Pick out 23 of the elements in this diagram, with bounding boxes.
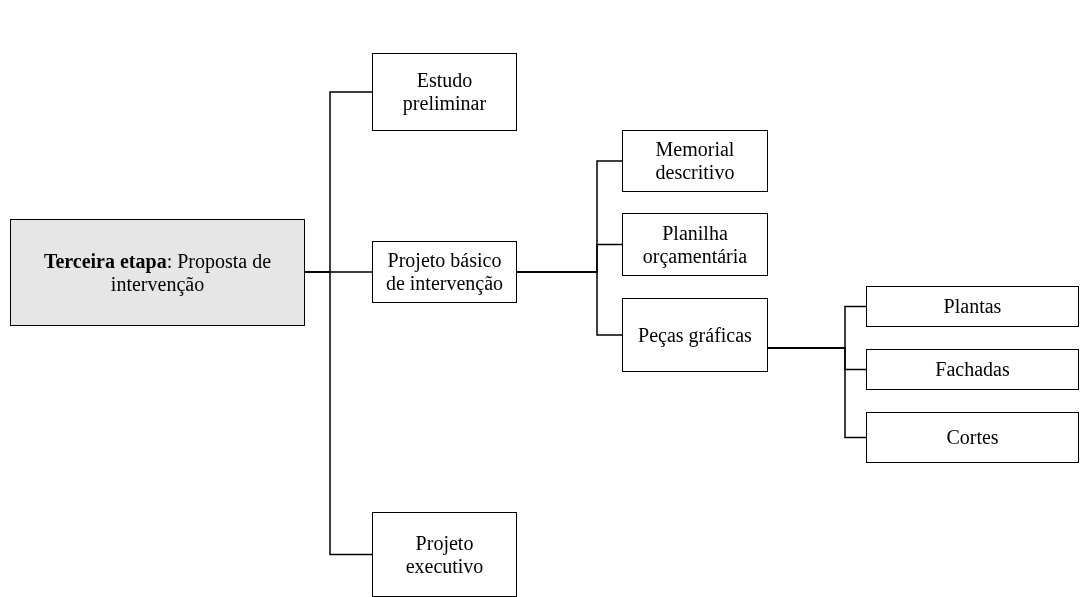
box-label: Projeto executivo — [404, 531, 485, 578]
process-box — [10, 219, 305, 326]
box-label: Peças gráficas — [637, 323, 753, 347]
box-label: Cortes — [945, 426, 1000, 449]
box-label: Planilha orçamentária — [641, 221, 749, 268]
box-label: Estudo preliminar — [401, 69, 488, 115]
connector-line — [516, 271, 623, 336]
process-box — [372, 512, 517, 597]
process-box — [622, 213, 768, 276]
box-label: Memorial descritivo — [654, 138, 736, 184]
process-box — [866, 412, 1079, 463]
connector-line — [304, 271, 373, 556]
process-box — [622, 298, 768, 372]
box-label: Terceira etapa: Proposta de intervenção — [42, 249, 273, 296]
box-label: Fachadas — [934, 358, 1011, 381]
process-box — [372, 241, 517, 303]
box-label: Projeto básico de intervenção — [384, 249, 505, 295]
process-box — [372, 53, 517, 131]
process-box — [622, 130, 768, 192]
process-box — [866, 286, 1079, 327]
box-label: Plantas — [942, 295, 1003, 318]
connector-line — [767, 347, 867, 439]
process-box — [866, 349, 1079, 390]
